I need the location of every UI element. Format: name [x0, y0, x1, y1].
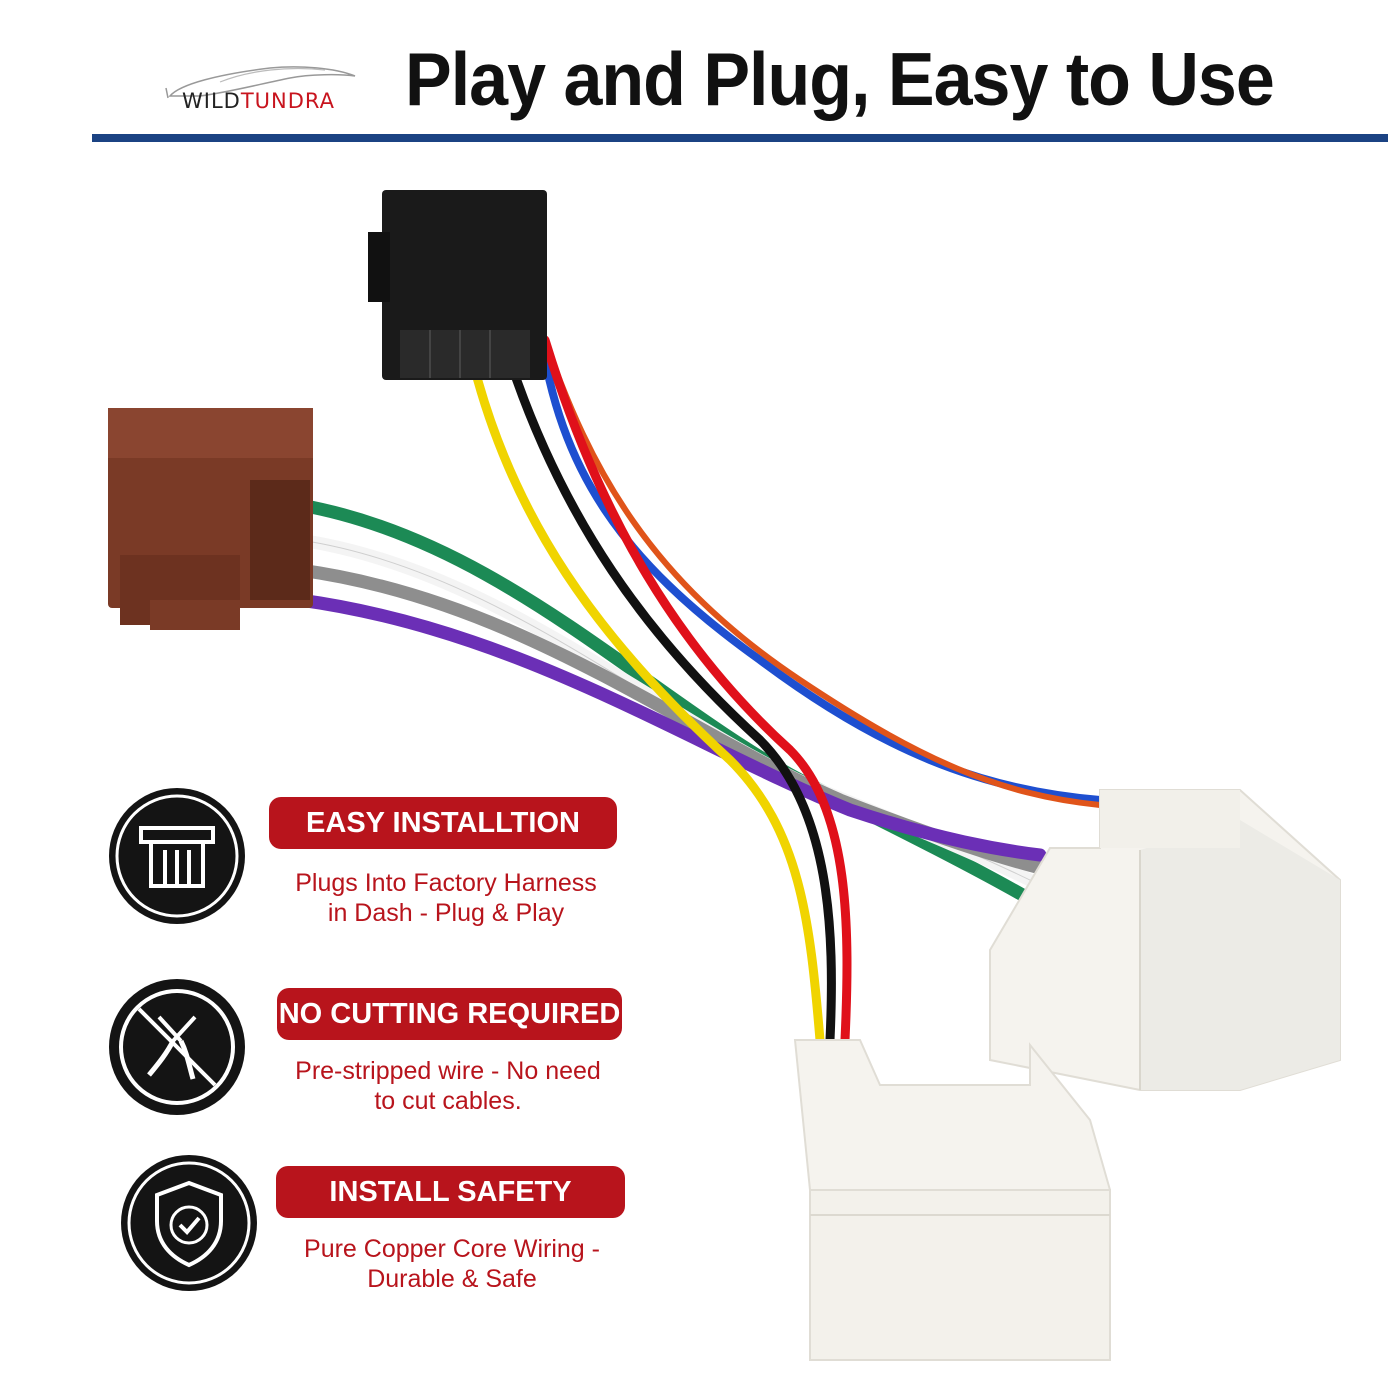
feature-desc-2: Pre-stripped wire - No need to cut cable…	[258, 1056, 638, 1116]
no-cutting-pliers-icon	[119, 989, 235, 1105]
harness-wires-top	[465, 326, 1104, 1045]
feature-desc-3: Pure Copper Core Wiring - Durable & Safe	[262, 1234, 642, 1294]
shield-check-icon	[127, 1161, 251, 1285]
feature-title-2: NO CUTTING REQUIRED	[277, 988, 622, 1040]
feature-desc-2-line2: to cut cables.	[374, 1087, 522, 1115]
feature-desc-3-line1: Pure Copper Core Wiring -	[304, 1235, 600, 1263]
brown-iso-connector	[108, 408, 313, 630]
brand-name-left: WILD	[182, 89, 241, 113]
brand-logo: WILDTUNDRA	[160, 56, 390, 116]
brand-name-right: TUNDRA	[240, 89, 336, 113]
feature-icon-1	[109, 788, 245, 924]
brand-name: WILDTUNDRA	[182, 89, 335, 113]
feature-title-3: INSTALL SAFETY	[276, 1166, 625, 1218]
car-silhouette-icon	[165, 66, 356, 99]
header-divider	[92, 134, 1388, 142]
black-iso-connector	[368, 190, 547, 380]
feature-icon-2	[109, 979, 245, 1115]
feature-desc-1: Plugs Into Factory Harness in Dash - Plu…	[256, 868, 636, 928]
feature-desc-2-line1: Pre-stripped wire - No need	[295, 1057, 601, 1085]
white-connector-bottom	[793, 1039, 1111, 1361]
feature-desc-1-line2: in Dash - Plug & Play	[327, 899, 565, 927]
connector-plug-icon	[115, 794, 239, 918]
feature-title-1: EASY INSTALLTION	[269, 797, 617, 849]
feature-desc-1-line1: Plugs Into Factory Harness	[295, 869, 597, 897]
page-title: Play and Plug, Easy to Use	[405, 37, 1275, 122]
harness-wires-left	[293, 498, 1047, 912]
feature-desc-3-line2: Durable & Safe	[367, 1265, 537, 1293]
feature-icon-3	[121, 1155, 257, 1291]
white-connector-right	[989, 789, 1341, 1091]
